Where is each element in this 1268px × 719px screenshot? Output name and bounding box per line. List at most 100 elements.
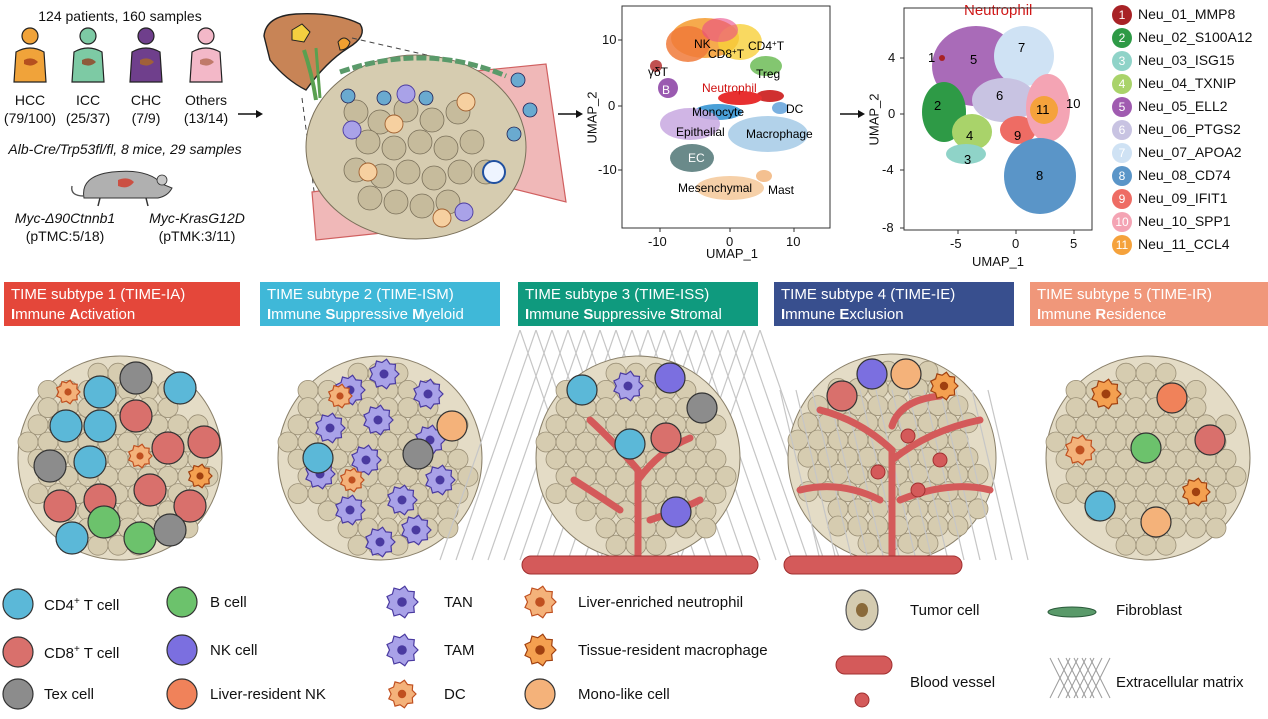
type-others-name: Others [184,92,227,108]
tumor-cell [1185,397,1207,418]
arrow-right-icon-3 [840,110,865,118]
subtype-5-title: TIME subtype 5 (TIME-IR) [1037,286,1213,303]
cluster-label: Neu_09_IFIT1 [1138,190,1228,206]
subtype-3-illustration [439,330,841,575]
umap-neutrophil-ytick-3: -4 [882,162,894,177]
tumor-cell [1075,414,1097,436]
cluster-label-11: 11 [1036,102,1050,117]
ecm-icon-line [1089,657,1111,699]
tumor-cell [17,431,39,453]
cluster-dot: 3 [1112,51,1132,71]
cluster-label: Neu_01_MMP8 [1138,6,1236,22]
tumor-cell [535,431,557,453]
immune-cell [166,586,198,618]
immune-cell [654,362,686,394]
tumor-cell [1115,483,1137,505]
human-icons [13,27,223,83]
tumor-cell [287,483,309,505]
subtype-2-illustration [277,355,483,561]
tumor-cell [837,446,859,468]
tumor-cell [1215,483,1237,505]
tumor-cell [1135,362,1157,384]
umap-neutrophil-xtick-1: -5 [950,236,962,251]
legend-label-tam: TAM [444,642,475,659]
dc-cell-nucleus [136,452,144,460]
mice-model-b-count: (pTMK:3/11) [158,228,236,244]
tumor-cell [1215,448,1237,470]
tumor-cell [1155,362,1177,384]
macrophage-cell-nucleus [939,381,949,391]
umap-all-label-gdt: γδT [648,65,669,79]
umap-neutrophil-ylabel: UMAP_2 [866,93,882,146]
cluster-label: Neu_07_APOA2 [1138,144,1242,160]
umap-neutrophil-ytick-2: 0 [888,106,896,121]
tumor-cell [297,397,319,418]
immune-cell [660,496,692,528]
subtype-5-name: Immune Residence [1037,306,1167,323]
immune-cell [33,449,67,483]
immune-cell [43,489,77,523]
ecm-line [455,330,537,561]
patients-line: 124 patients, 160 samples [38,8,202,24]
legend-label-fibro: Fibroblast [1116,602,1182,619]
umap-all-label-epithelial: Epithelial [676,125,725,139]
tumor-cell [695,465,717,487]
tumor-nucleus-icon [856,603,868,617]
tumor-cell [1155,483,1177,505]
dc-cell-nucleus [64,388,72,396]
cluster-label-10: 10 [1066,96,1080,111]
umap-neutrophil-xlabel: UMAP_1 [972,254,1025,269]
cluster-label-9: 9 [1014,128,1021,143]
immune-cell [1140,506,1172,538]
tumor-cell [1115,414,1137,436]
tumor-cell [645,483,667,505]
ecm-line [939,389,981,561]
cluster-dot: 8 [1112,166,1132,186]
tumor-cell [437,517,459,539]
liver-enriched-neutrophil-icon-nucleus [535,597,545,607]
ecm-line [907,389,949,561]
blood-vessel-icon [835,655,893,675]
tumor-cell [907,515,929,537]
blood-vessel [521,555,759,575]
legend-label-ecm: Extracellular matrix [1116,674,1244,691]
tumor-cell [287,414,309,436]
dc-cell-nucleus [348,476,356,484]
immune-cell [133,473,167,507]
ecm-icon-line [1049,657,1071,699]
cluster-label: Neu_08_CD74 [1138,167,1231,183]
cluster-label-4: 4 [966,128,973,143]
tumor-cell [595,465,617,487]
tumor-cell [1045,431,1067,453]
dc-icon-nucleus [397,689,407,699]
subtype-header-1: TIME subtype 1 (TIME-IA) Immune Activati… [4,282,240,326]
tumor-cell [555,431,577,453]
umap-all-xtick-2: 0 [726,234,734,249]
ecm-line [487,330,569,561]
umap-all-label-dc: DC [786,102,804,116]
tumor-cell [347,534,369,556]
ecm-icon-line [1065,657,1087,699]
ecm-line [795,389,837,561]
umap-neutrophil-cluster-labels: 1 2 3 4 5 6 7 8 9 10 11 [928,40,1080,183]
blood-cell [910,482,926,498]
subtype-2-name: Immune Suppressive Myeloid [267,306,464,323]
human-icon-icc [71,27,105,83]
tumor-cell [1205,465,1227,487]
tumor-cell [27,414,49,436]
immune-cell [49,409,83,443]
immune-cell [187,425,221,459]
umap-all-xlabel: UMAP_1 [706,246,759,261]
blood-vessel [783,555,963,575]
tam-cell-nucleus [325,423,335,433]
subtype-1-name: Immune Activation [11,306,136,323]
tumor-cell [565,448,587,470]
tumor-cell [1125,465,1147,487]
liver-icon [263,13,363,91]
mice-model-b: Myc-KrasG12D [149,210,245,226]
mice-line: Alb-Cre/Trp53fl/fl, 8 mice, 29 samples [8,141,242,157]
umap-all-ytick-2: 0 [608,98,616,113]
tumor-cell [1205,517,1227,539]
immune-cell [153,513,187,547]
